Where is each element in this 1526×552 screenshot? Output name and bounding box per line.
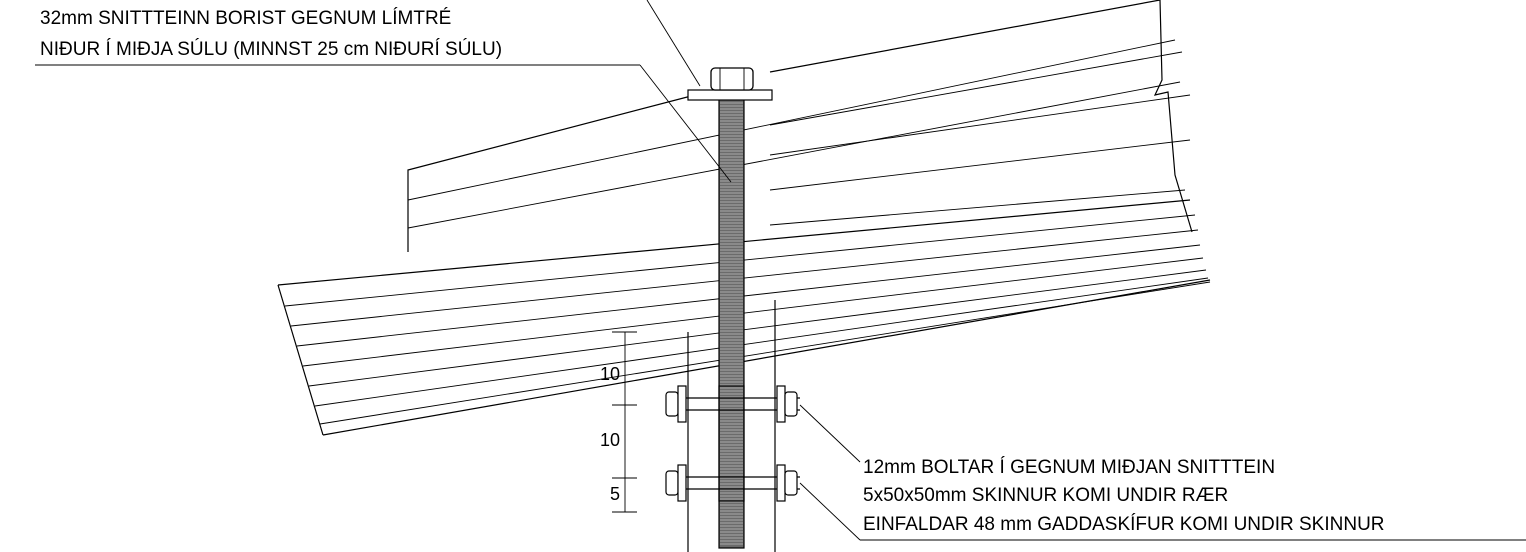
bottom-note-line-2: 5x50x50mm SKINNUR KOMI UNDIR RÆR: [863, 485, 1228, 506]
bottom-note-line-1: 12mm BOLTAR Í GEGNUM MIÐJAN SNITTTEIN: [863, 457, 1275, 478]
dim-label-2: 10: [600, 430, 620, 450]
dim-label-3: 5: [610, 484, 620, 504]
upper-glulam-beam: [407, 0, 1193, 252]
dim-label-1: 10: [600, 364, 620, 384]
top-note-line-1: 32mm SNITTTEINN BORIST GEGNUM LÍMTRÉ: [40, 8, 451, 29]
top-note-leader: [35, 0, 732, 183]
column: [687, 300, 776, 552]
cross-bolt-upper: [665, 385, 800, 423]
top-note-line-2: NIÐUR Í MIÐJA SÚLU (MINNST 25 cm NIÐURÍ …: [40, 38, 502, 60]
dimension-chain: 10 10 5: [600, 331, 637, 513]
bottom-note-leader: [799, 404, 1526, 541]
bottom-note-line-3: EINFALDAR 48 mm GADDASKÍFUR KOMI UNDIR S…: [863, 514, 1385, 535]
threaded-rod: [718, 97, 745, 549]
lower-glulam-beam: [277, 199, 1211, 436]
top-nut-washer: [687, 67, 773, 101]
cross-bolt-lower: [665, 464, 800, 502]
